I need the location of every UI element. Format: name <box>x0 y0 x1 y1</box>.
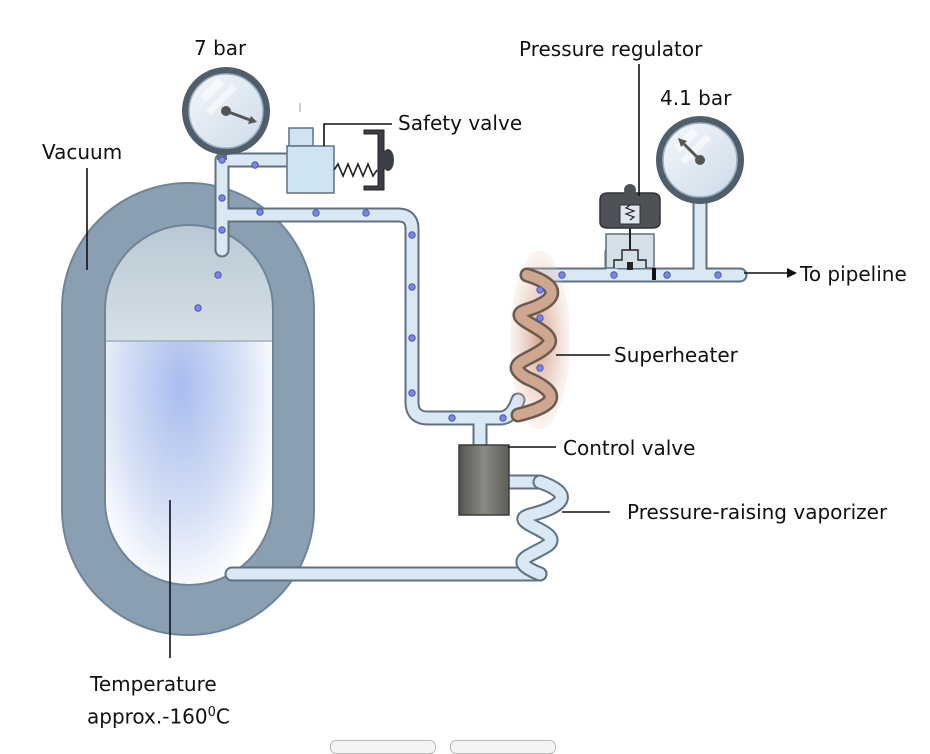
temperature-value: approx.-160 <box>87 704 208 729</box>
degree-superscript: 0 <box>207 705 216 720</box>
label-to-pipeline: To pipeline <box>800 262 907 286</box>
gauge-right-reading: 4.1 bar <box>660 86 732 110</box>
temperature-unit: C <box>215 704 230 729</box>
pressure-regulator <box>599 184 661 280</box>
label-temperature-value: approx.-1600C <box>87 701 230 729</box>
label-pressure-raising-vaporizer: Pressure-raising vaporizer <box>627 500 888 524</box>
gas-bubbles <box>194 156 722 422</box>
control-button-next[interactable] <box>450 740 556 754</box>
safety-valve-spring <box>333 161 378 179</box>
control-valve <box>458 444 510 516</box>
safety-valve <box>286 103 394 194</box>
safety-valve-bracket <box>363 129 385 191</box>
label-control-valve: Control valve <box>563 436 696 460</box>
vaporizer-coil <box>515 474 569 582</box>
label-vacuum: Vacuum <box>42 140 123 164</box>
tank-inner-vessel <box>105 225 273 585</box>
superheater-coil <box>509 267 560 423</box>
label-superheater: Superheater <box>614 343 738 367</box>
pressure-gauge-left <box>182 67 270 160</box>
to-pipeline-arrowhead <box>787 268 797 278</box>
gauge-left-reading: 7 bar <box>194 36 247 60</box>
label-safety-valve: Safety valve <box>398 111 523 135</box>
label-temperature: Temperature <box>90 672 217 696</box>
control-button-previous[interactable] <box>330 740 436 754</box>
leader-lines <box>86 64 788 658</box>
leader-safety-valve <box>323 123 392 146</box>
label-pressure-regulator: Pressure regulator <box>519 37 703 61</box>
pressure-gauge-right <box>656 116 744 204</box>
